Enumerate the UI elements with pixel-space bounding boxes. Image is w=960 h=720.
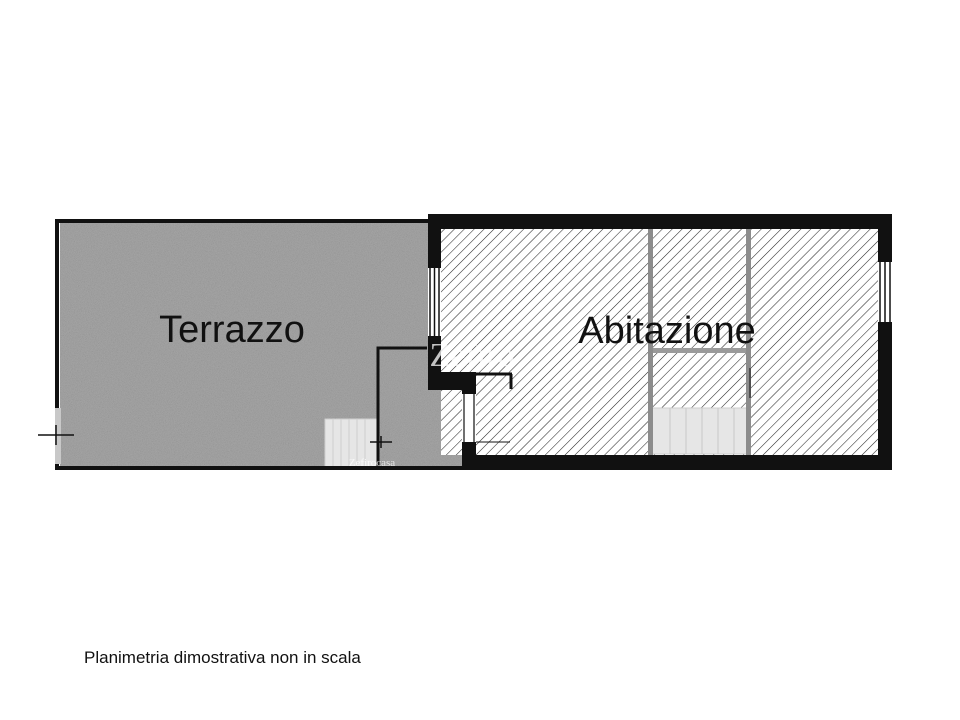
wall-top <box>432 214 892 229</box>
terrace-left-gap <box>55 408 61 464</box>
terrace-label: Terrazzo <box>159 309 305 351</box>
watermark-small: Zefirocasa <box>349 457 396 469</box>
terrace-stairs <box>324 418 378 468</box>
dwelling-label: Abitazione <box>578 310 755 352</box>
wall-right <box>878 214 892 470</box>
dwelling-niche-floor <box>476 376 512 456</box>
right-window <box>878 262 892 322</box>
disclaimer-caption: Planimetria dimostrativa non in scala <box>84 648 361 667</box>
wall-bottom <box>462 455 892 470</box>
dimension-ticks <box>38 368 751 448</box>
interior-partitions <box>648 229 751 455</box>
entry-door <box>462 394 510 443</box>
interior-stairs <box>651 407 749 455</box>
watermark-large: Zefiro <box>430 337 515 374</box>
left-window <box>428 268 441 336</box>
